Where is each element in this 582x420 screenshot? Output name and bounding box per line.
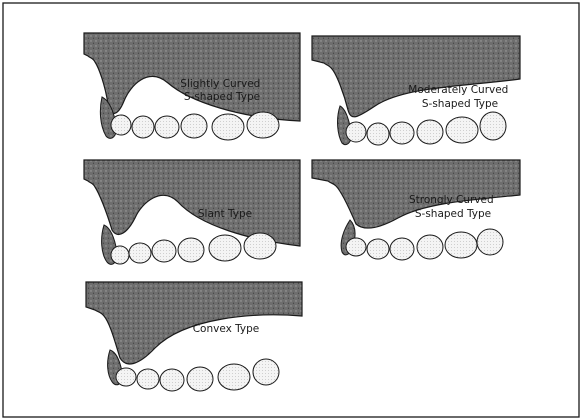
panel-slant: Slant Type bbox=[84, 160, 300, 264]
panel-label: Convex Type bbox=[193, 323, 260, 335]
tooth bbox=[152, 240, 176, 262]
tooth bbox=[160, 369, 184, 391]
tooth bbox=[187, 367, 213, 391]
tooth bbox=[477, 229, 503, 255]
tooth bbox=[111, 246, 129, 264]
tooth bbox=[346, 122, 366, 142]
tooth bbox=[367, 239, 389, 259]
panel-slightly-curved: Slightly Curved S-shaped Type bbox=[84, 33, 300, 140]
tooth bbox=[212, 114, 244, 140]
tooth bbox=[480, 112, 506, 140]
tooth bbox=[244, 233, 276, 259]
tooth bbox=[253, 359, 279, 385]
tooth bbox=[111, 115, 131, 135]
tooth bbox=[181, 114, 207, 138]
tooth bbox=[209, 235, 241, 261]
tooth bbox=[367, 123, 389, 145]
tooth bbox=[132, 116, 154, 138]
tooth bbox=[137, 369, 159, 389]
panel-label: Slightly Curved S-shaped Type bbox=[180, 78, 263, 103]
panel-label: Slant Type bbox=[198, 208, 252, 220]
tooth bbox=[218, 364, 250, 390]
tooth bbox=[178, 238, 204, 262]
tooth bbox=[446, 117, 478, 143]
tooth bbox=[155, 116, 179, 138]
tooth bbox=[390, 238, 414, 260]
tooth bbox=[129, 243, 151, 263]
tooth bbox=[390, 122, 414, 144]
tooth bbox=[247, 112, 279, 138]
tooth bbox=[417, 120, 443, 144]
tooth bbox=[445, 232, 477, 258]
tooth bbox=[346, 238, 366, 256]
tooth bbox=[417, 235, 443, 259]
tooth bbox=[116, 368, 136, 386]
